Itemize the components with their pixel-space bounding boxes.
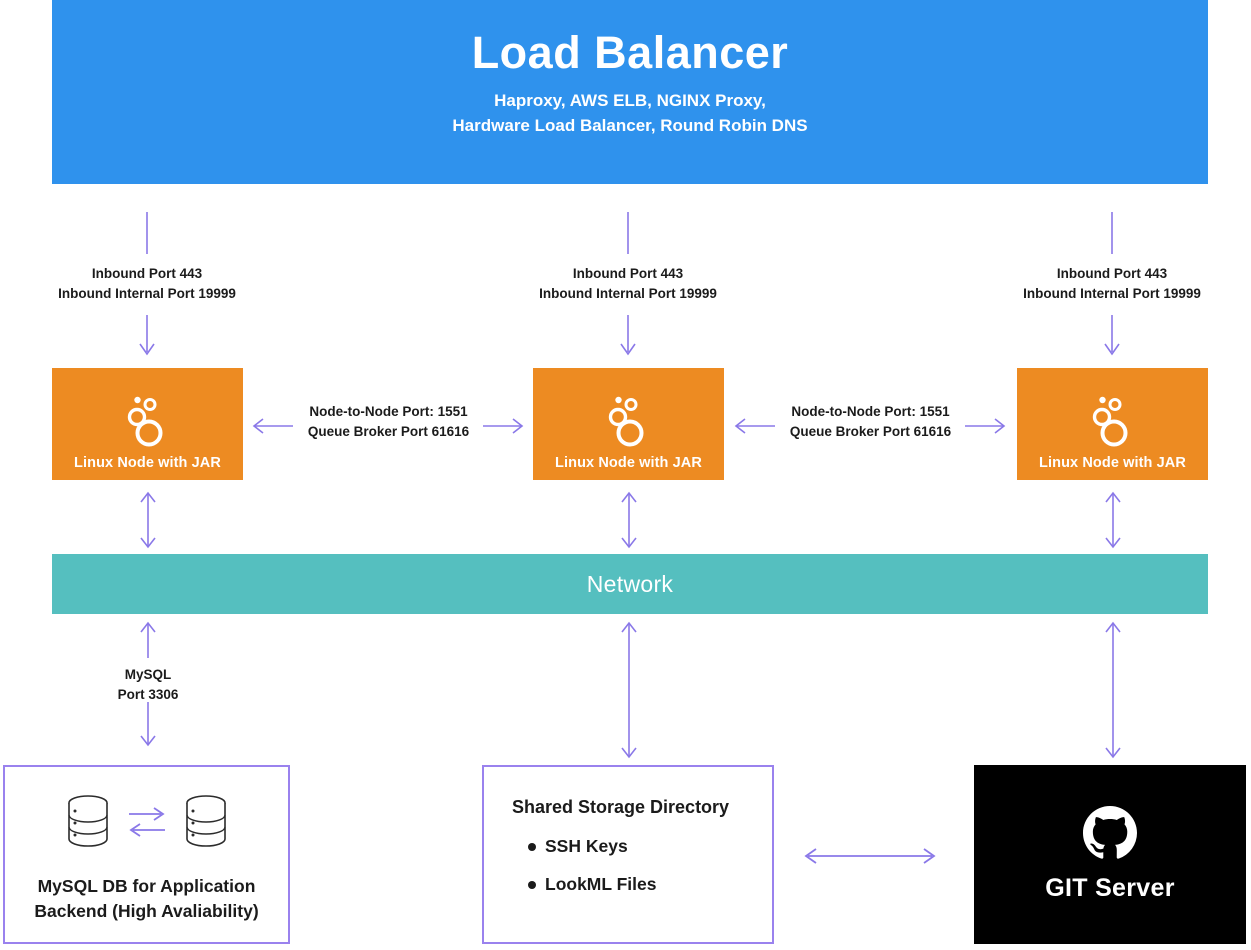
mysql-link-label-line2: Port 3306 xyxy=(117,686,179,702)
inbound-label-middle-line1: Inbound Port 443 xyxy=(572,266,684,281)
inbound-label-middle-line2: Inbound Internal Port 19999 xyxy=(539,285,717,301)
mysql-db-caption: MySQL DB for Application Backend (High A… xyxy=(34,874,258,924)
shared-storage-list: SSH Keys LookML Files xyxy=(512,836,772,895)
node-link-label-left-line2: Queue Broker Port 61616 xyxy=(307,423,470,439)
node-link-label-right-line2: Queue Broker Port 61616 xyxy=(789,423,952,439)
node-link-label-right: Node-to-Node Port: 1551 Queue Broker Por… xyxy=(773,402,968,441)
inbound-label-middle: Inbound Port 443 Inbound Internal Port 1… xyxy=(498,264,758,303)
inbound-label-right-line2: Inbound Internal Port 19999 xyxy=(1023,285,1201,301)
inbound-label-left: Inbound Port 443 Inbound Internal Port 1… xyxy=(17,264,277,303)
inbound-label-right-line1: Inbound Port 443 xyxy=(1056,266,1168,281)
network-label: Network xyxy=(586,570,674,597)
linux-node-right[interactable]: Linux Node with JAR xyxy=(1017,368,1208,480)
shared-storage-box: Shared Storage Directory SSH Keys LookML… xyxy=(482,765,774,944)
mysql-db-caption-line1: MySQL DB for Application xyxy=(37,876,256,896)
mysql-db-caption-line2: Backend (High Avaliability) xyxy=(34,900,259,921)
git-server-label: GIT Server xyxy=(1045,874,1175,902)
inbound-connector-line-right xyxy=(1104,212,1120,356)
looker-logo-icon xyxy=(127,396,162,447)
mysql-link-label: MySQL Port 3306 xyxy=(58,665,238,704)
linux-node-right-label: Linux Node with JAR xyxy=(1039,455,1186,471)
load-balancer-subtitle: Haproxy, AWS ELB, NGINX Proxy, Hardware … xyxy=(452,89,807,138)
inbound-label-left-line1: Inbound Port 443 xyxy=(91,266,203,281)
node-to-network-arrow-left xyxy=(140,491,156,549)
looker-logo-icon xyxy=(1092,396,1127,447)
shared-storage-title: Shared Storage Directory xyxy=(512,797,730,817)
load-balancer-subtitle-line2: Hardware Load Balancer, Round Robin DNS xyxy=(452,115,808,135)
node-to-network-arrow-right xyxy=(1105,491,1121,549)
shared-storage-item-label: LookML Files xyxy=(545,874,657,894)
load-balancer-title: Load Balancer xyxy=(471,27,789,78)
node-link-arrow-right xyxy=(734,418,1006,434)
storage-to-git-arrow xyxy=(804,848,936,864)
looker-logo-icon xyxy=(608,396,643,447)
shared-storage-item-label: SSH Keys xyxy=(545,836,628,856)
db-icon-group xyxy=(65,793,229,849)
linux-node-left[interactable]: Linux Node with JAR xyxy=(52,368,243,480)
bullet-icon xyxy=(528,880,536,889)
list-item: LookML Files xyxy=(528,874,772,895)
node-to-network-arrow-middle xyxy=(621,491,637,549)
database-cylinder-icon xyxy=(185,795,226,847)
linux-node-middle-label: Linux Node with JAR xyxy=(555,455,702,471)
linux-node-middle[interactable]: Linux Node with JAR xyxy=(533,368,724,480)
inbound-connector-line-middle xyxy=(620,212,636,356)
inbound-label-right: Inbound Port 443 Inbound Internal Port 1… xyxy=(982,264,1242,303)
mysql-db-box: MySQL DB for Application Backend (High A… xyxy=(3,765,290,944)
network-to-db-arrow xyxy=(140,621,156,747)
node-link-arrow-left xyxy=(252,418,524,434)
load-balancer-subtitle-line1: Haproxy, AWS ELB, NGINX Proxy, xyxy=(494,91,766,111)
network-bar: Network xyxy=(52,554,1208,614)
node-link-label-left-line1: Node-to-Node Port: 1551 xyxy=(309,404,468,419)
git-server-box: GIT Server xyxy=(974,765,1246,944)
database-cylinder-icon xyxy=(67,795,108,847)
inbound-label-left-line2: Inbound Internal Port 19999 xyxy=(58,285,236,301)
load-balancer-box: Load Balancer Haproxy, AWS ELB, NGINX Pr… xyxy=(52,0,1208,184)
linux-node-left-label: Linux Node with JAR xyxy=(74,455,221,471)
mysql-link-label-line1: MySQL xyxy=(124,667,172,682)
network-to-git-arrow xyxy=(1105,621,1121,759)
node-link-label-right-line1: Node-to-Node Port: 1551 xyxy=(791,404,950,419)
node-link-label-left: Node-to-Node Port: 1551 Queue Broker Por… xyxy=(291,402,486,441)
github-logo-icon xyxy=(1083,806,1137,859)
list-item: SSH Keys xyxy=(528,836,772,857)
db-replication-arrows-icon xyxy=(128,807,165,837)
inbound-connector-line-left xyxy=(139,212,155,356)
network-to-storage-arrow xyxy=(621,621,637,759)
bullet-icon xyxy=(528,842,536,851)
